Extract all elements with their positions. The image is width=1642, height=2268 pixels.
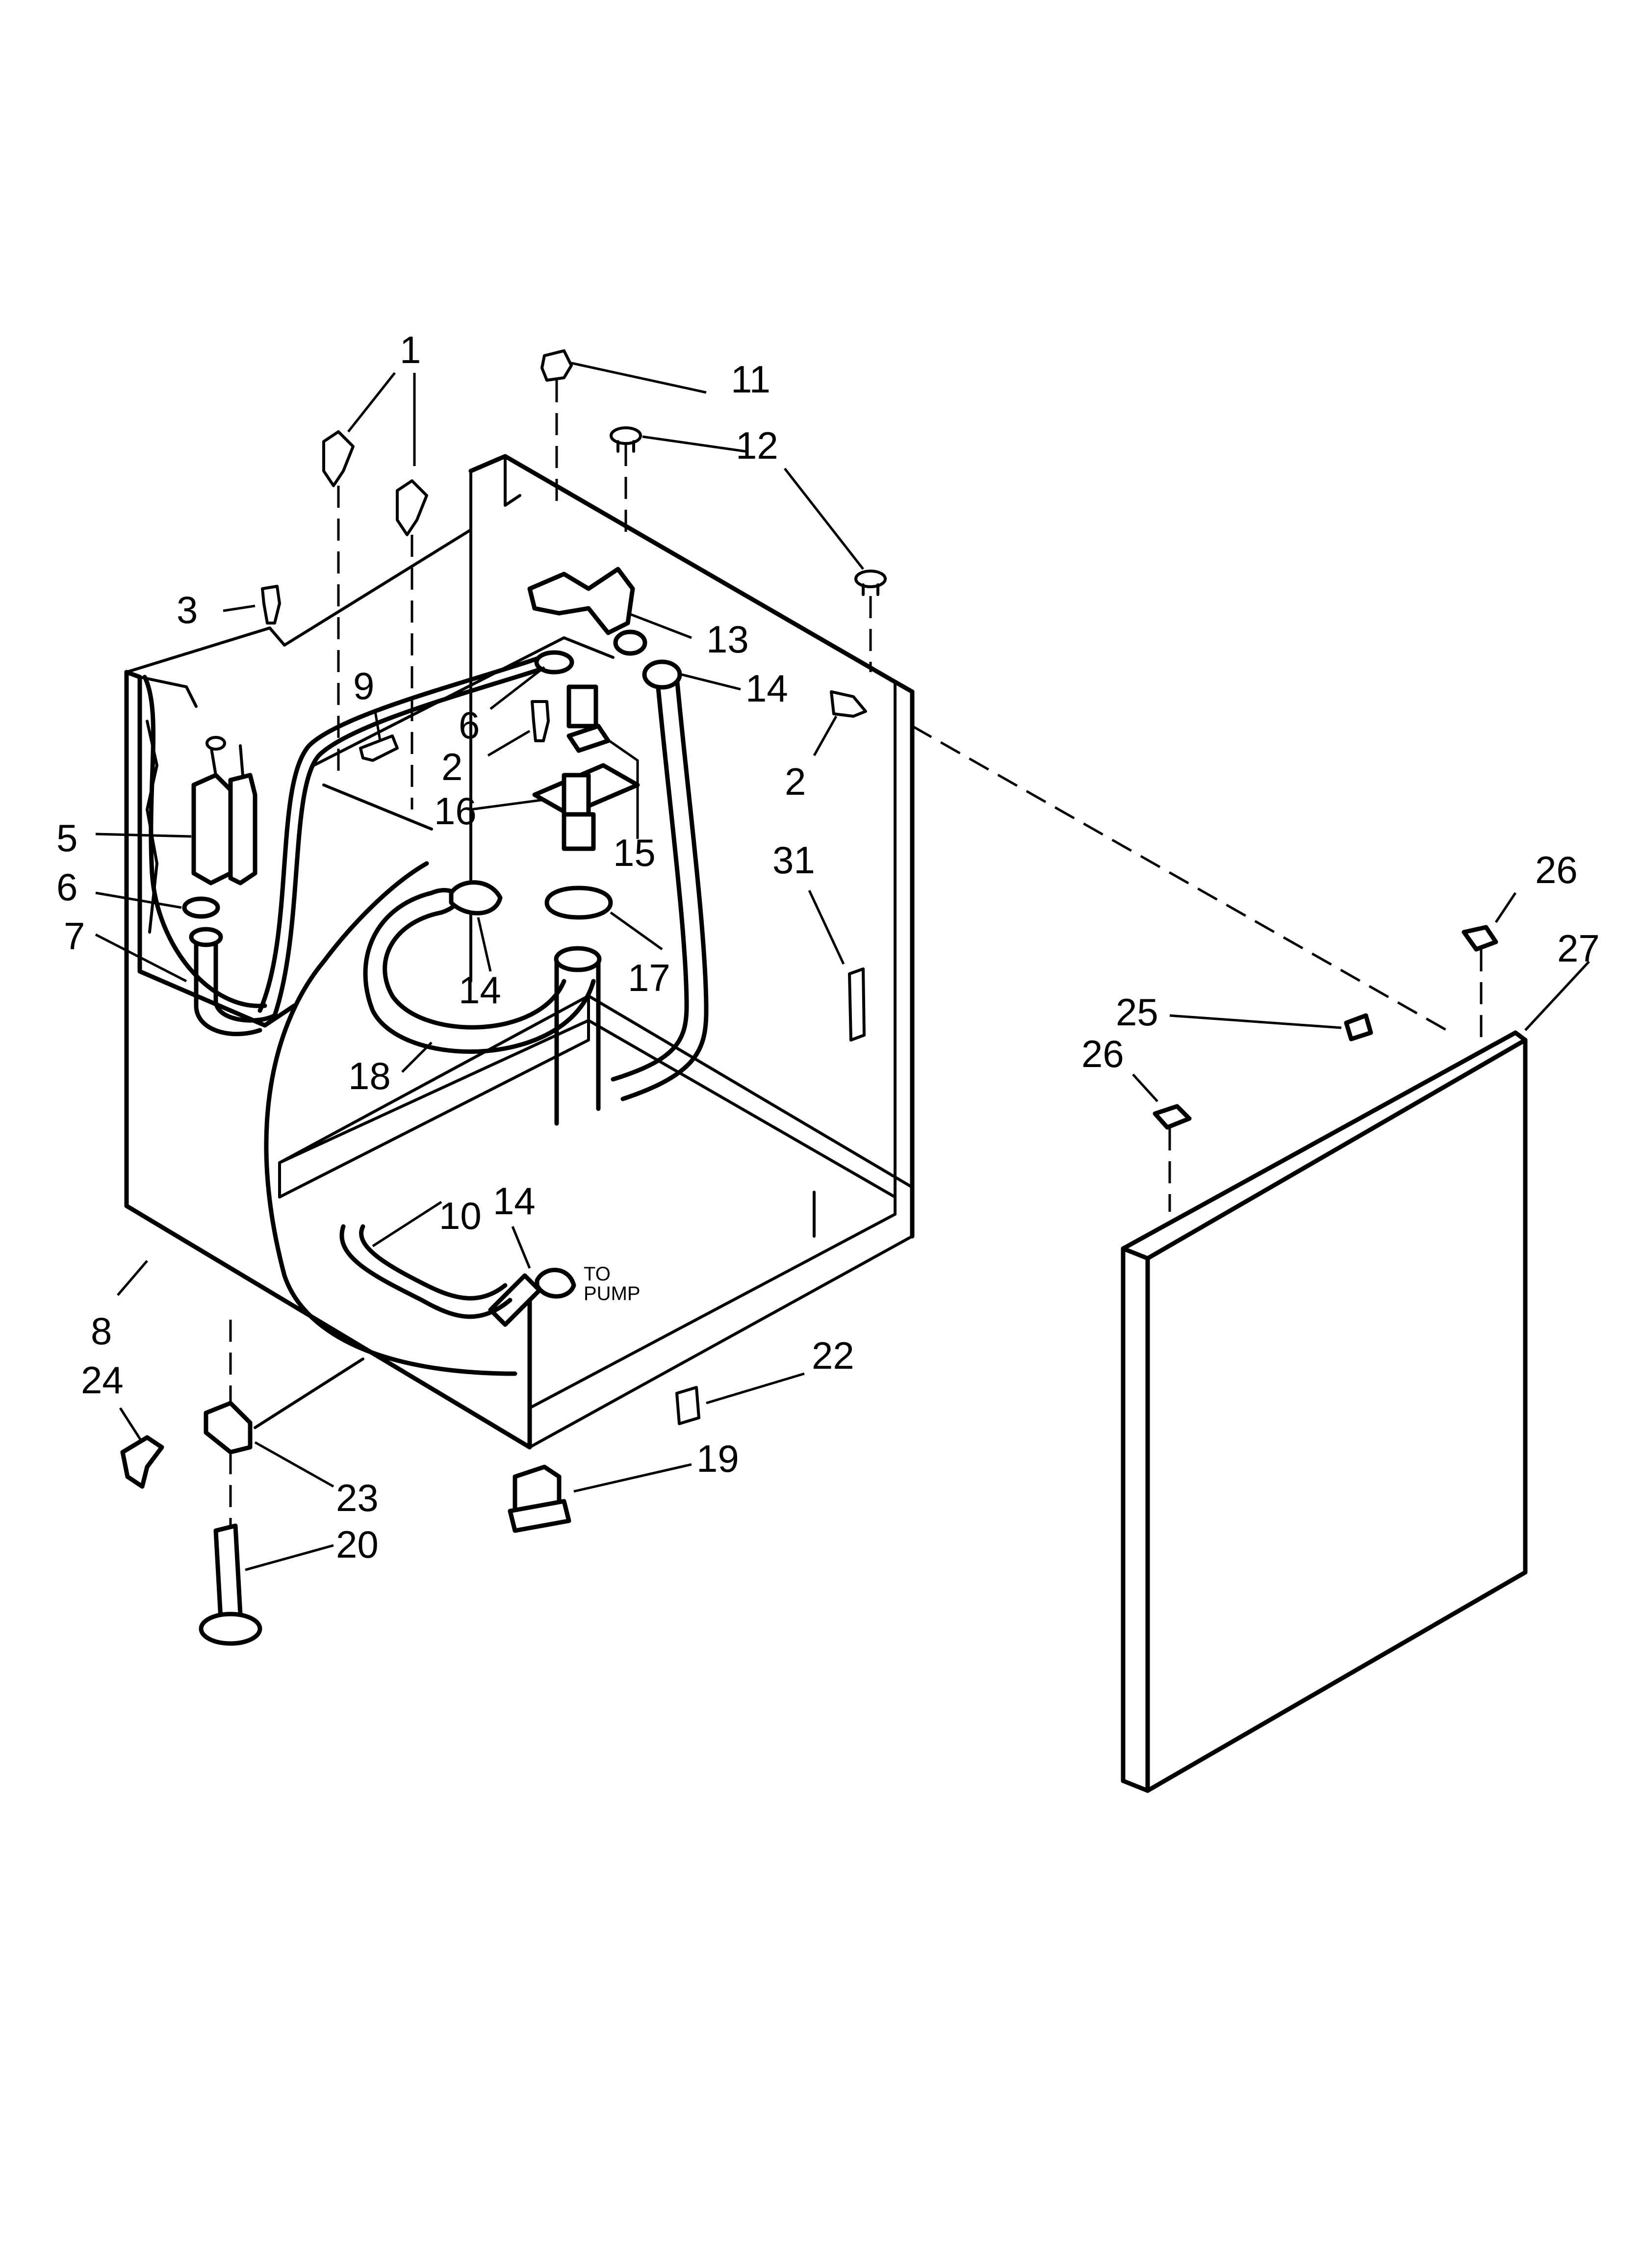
part-5-water-valve (191, 736, 257, 886)
part-26-clip-left (1153, 1104, 1192, 1130)
part-2-screw-left (531, 700, 550, 742)
part-14-inlet (642, 659, 682, 690)
part-11-nut (540, 349, 573, 382)
callout-31: 31 (772, 838, 815, 882)
callout-25: 25 (1116, 991, 1158, 1034)
part-3-screw (261, 585, 281, 625)
part-13-elbow (527, 567, 635, 635)
part-25-clip (1344, 1013, 1373, 1042)
part-22-clip (675, 1386, 700, 1425)
callout-2-right: 2 (785, 760, 806, 803)
hoses (189, 650, 709, 1376)
part-23-bracket (204, 1401, 253, 1455)
callout-17: 17 (628, 956, 670, 999)
leader-lines (95, 362, 1590, 1571)
part-31-label (848, 967, 866, 1042)
callout-15: 15 (613, 831, 656, 874)
callout-14-left: 14 (459, 968, 501, 1012)
part-9-clip (359, 734, 399, 762)
callout-8: 8 (91, 1309, 112, 1353)
note-pump: PUMP (584, 1283, 641, 1304)
callout-14-top: 14 (745, 667, 788, 710)
callout-26-top: 26 (1535, 848, 1578, 891)
callout-22: 22 (812, 1334, 854, 1377)
callout-13: 13 (706, 618, 749, 661)
callout-2-left: 2 (441, 745, 462, 788)
callout-9: 9 (353, 664, 374, 707)
callout-6-left: 6 (56, 865, 77, 909)
callout-labels: 1 11 12 3 13 14 9 6 2 2 16 15 5 6 31 26 … (56, 328, 1600, 1566)
callout-19: 19 (696, 1437, 739, 1480)
callout-18: 18 (348, 1054, 391, 1097)
callout-1: 1 (400, 328, 421, 371)
callout-26-left: 26 (1081, 1032, 1124, 1075)
callout-7: 7 (64, 914, 85, 958)
part-16-valve-assembly (532, 684, 640, 851)
part-24-bracket (120, 1435, 164, 1489)
cabinet (124, 454, 915, 1450)
callout-14-pump: 14 (493, 1179, 536, 1223)
part-27-top-panel (1121, 925, 1528, 1793)
callout-27: 27 (1557, 927, 1600, 970)
callout-20: 20 (336, 1523, 379, 1566)
part-17-clamp (544, 886, 613, 920)
part-6-clamp-left (182, 896, 220, 919)
callout-11: 11 (731, 358, 770, 401)
parts (120, 349, 887, 1646)
callout-23: 23 (336, 1476, 379, 1519)
part-19-foot (508, 1464, 571, 1533)
part-20-leg (199, 1523, 262, 1646)
note-to: TO (584, 1263, 611, 1285)
part-1-clips (322, 430, 428, 536)
part-26-clip-top (1462, 925, 1498, 952)
callout-12: 12 (736, 424, 778, 467)
callout-3: 3 (177, 588, 198, 631)
callout-24: 24 (81, 1358, 124, 1402)
part-2-screw-right (830, 690, 867, 718)
assembly-lines (229, 380, 1483, 1526)
part-14-clamp-left (449, 880, 503, 915)
part-14-clamp-pump (535, 1268, 576, 1299)
callout-6-upper: 6 (459, 704, 480, 747)
part-12-plugs (610, 426, 887, 596)
callout-5: 5 (56, 816, 77, 860)
part-6-clamp-upper (534, 650, 574, 675)
callout-10: 10 (439, 1194, 482, 1237)
part-14-clamp-top (613, 629, 647, 656)
callout-16: 16 (434, 789, 477, 833)
